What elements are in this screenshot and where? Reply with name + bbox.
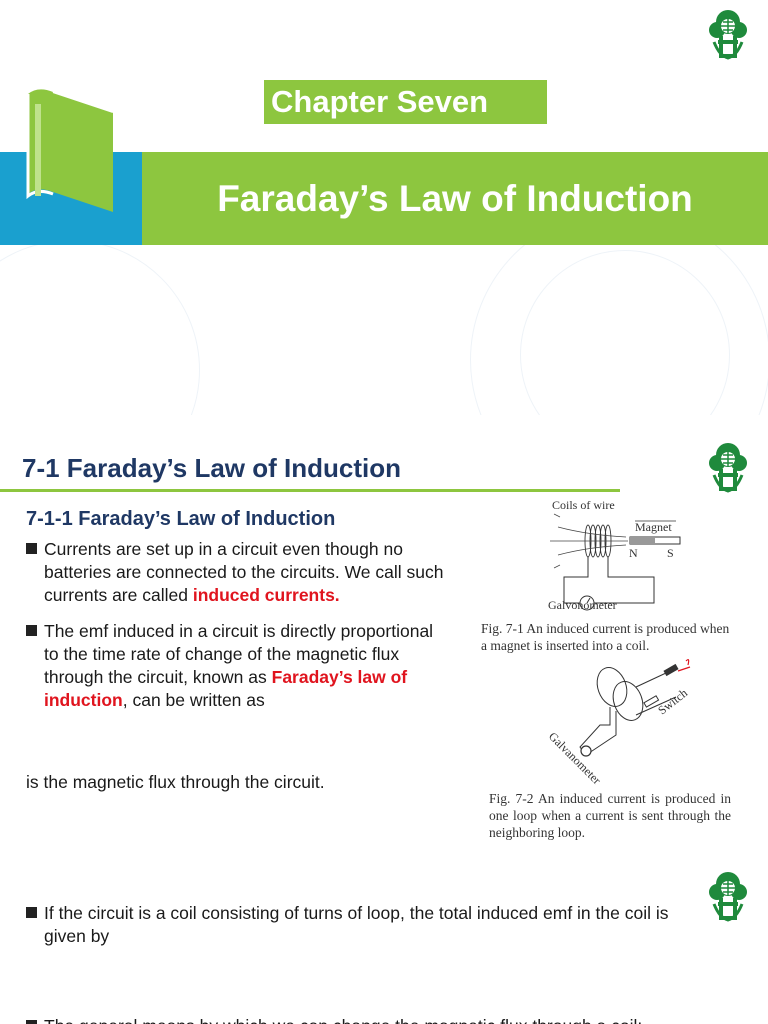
magnet-label: Magnet <box>635 520 672 534</box>
section-title: 7-1 Faraday’s Law of Induction <box>22 453 401 483</box>
bullet-text: Currents are set up in a circuit even th… <box>44 539 444 605</box>
galvanometer-label: Galvanometer <box>546 729 604 785</box>
bullet-faraday-law: The emf induced in a circuit is directly… <box>26 620 446 712</box>
coils-label: Coils of wire <box>552 498 615 512</box>
loop1-wire <box>579 707 617 756</box>
flux-note: is the magnetic flux through the circuit… <box>26 771 446 794</box>
loops <box>596 667 644 721</box>
divider <box>0 489 620 492</box>
south-pole-label: S <box>667 546 674 560</box>
university-logo-icon <box>709 872 747 922</box>
bullet-text: If the circuit is a coil consisting of t… <box>44 903 669 946</box>
bullet-text-suffix: , can be written as <box>122 690 265 710</box>
content-slide: 7-1 Faraday’s Law of Induction 7-1-1 Far… <box>0 415 768 860</box>
field-lines <box>550 513 628 569</box>
induced-currents-highlight: induced currents. <box>192 585 340 605</box>
slide-title: Faraday’s Law of Induction <box>217 177 693 219</box>
switch-label: Switch <box>655 686 690 718</box>
figure-7-1-caption: Fig. 7-1 An induced current is produced … <box>481 621 730 653</box>
bullet-induced-currents: Currents are set up in a circuit even th… <box>26 538 446 607</box>
north-pole-label: N <box>629 546 638 560</box>
bullet-text: The emf induced in a circuit is directly… <box>44 621 434 687</box>
switch-icon <box>643 695 660 708</box>
subsection-title: 7-1-1 Faraday’s Law of Induction <box>26 508 336 530</box>
book-icon <box>26 89 114 212</box>
flux-note-text: is the magnetic flux through the circuit… <box>26 772 325 792</box>
decorative-circle <box>0 240 200 415</box>
bullet-text: The general means by which we can change… <box>26 1015 746 1024</box>
galvanometer-label: Galvonometer <box>548 598 617 612</box>
figure-7-1-diagram: Coils of wire Magnet N S <box>550 498 681 611</box>
figure-7-2-diagram: Switch Galvanometer <box>546 659 691 785</box>
green-banner <box>142 152 768 245</box>
content-slide-partial: If the circuit is a coil consisting of t… <box>0 860 768 1024</box>
bullet-square-icon <box>26 625 37 636</box>
title-slide: Chapter Seven Faraday’s Law of Induction <box>0 0 768 415</box>
battery-icon <box>663 663 679 677</box>
galvanometer-icon <box>580 745 592 757</box>
university-logo-icon <box>709 443 747 493</box>
magnet-north-half <box>630 537 655 544</box>
bullet-square-icon <box>26 543 37 554</box>
circuit-wire <box>563 557 655 604</box>
figure-7-2-caption: Fig. 7-2 An induced current is produced … <box>489 791 731 840</box>
bullet-square-icon <box>26 907 37 918</box>
university-logo-icon <box>709 10 747 60</box>
chapter-label: Chapter Seven <box>264 80 547 124</box>
bullet-coil-emf: If the circuit is a coil consisting of t… <box>26 902 696 948</box>
loop2-wire <box>635 672 677 716</box>
bullet-flux-means: The general means by which we can change… <box>26 1015 746 1024</box>
bullet-square-icon <box>26 1020 37 1024</box>
current-arrow <box>677 666 691 672</box>
faraday-law-highlight: Faraday’s law of induction <box>44 667 408 710</box>
